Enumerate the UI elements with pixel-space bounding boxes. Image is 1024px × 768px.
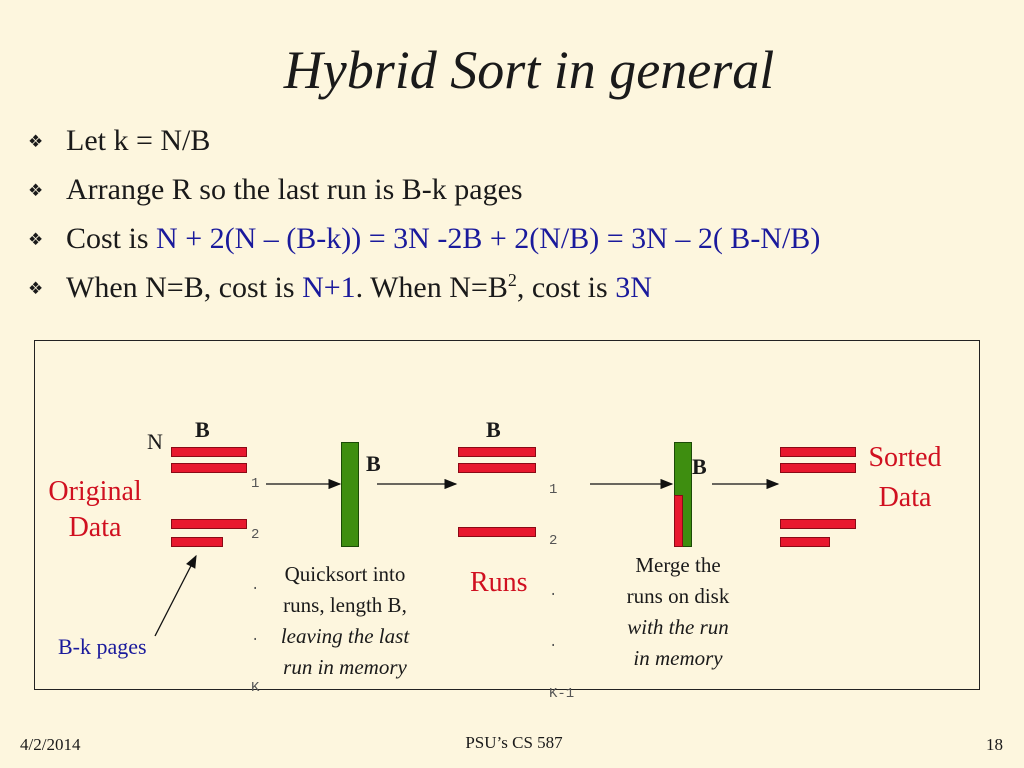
page-bar (171, 447, 247, 457)
index-column-k-1: 1 2 . . K-1 (549, 482, 575, 702)
merge-caption: Merge the runs on disk with the run in m… (626, 553, 730, 670)
diamond-bullet-icon: ❖ (28, 132, 44, 151)
run-bar (458, 463, 536, 473)
index-column-k: 1 2 . . K (251, 476, 260, 696)
original-data-label: Original Data (48, 476, 142, 543)
memory-buffer (341, 442, 359, 547)
bullet-item: ❖ Let k = N/B (28, 116, 1008, 165)
sorted-page-bar (780, 519, 856, 529)
n-label: N (147, 429, 163, 454)
runs-label: Runs (470, 567, 528, 598)
footer-date: 4/2/2014 (20, 735, 81, 754)
b-label-memory: B (366, 451, 381, 476)
diamond-bullet-icon: ❖ (28, 181, 44, 200)
cost-formula: N + 2(N – (B-k)) = 3N -2B + 2(N/B) = 3N … (156, 222, 821, 255)
diamond-bullet-icon: ❖ (28, 279, 44, 298)
b-label-runs: B (486, 417, 501, 442)
quicksort-caption: Quicksort into runs, length B, leaving t… (280, 562, 410, 679)
bullet-list: ❖ Let k = N/B ❖ Arrange R so the last ru… (28, 116, 1008, 312)
b-label-merge: B (692, 454, 707, 479)
arrow-bk-pages (154, 554, 197, 637)
partial-page-bar (171, 537, 223, 547)
bullet-text: Cost is N + 2(N – (B-k)) = 3N -2B + 2(N/… (66, 222, 821, 255)
page-bar (171, 519, 247, 529)
bullet-text: When N=B, cost is N+1. When N=B2, cost i… (66, 270, 652, 304)
bullet-item: ❖ When N=B, cost is N+1. When N=B2, cost… (28, 263, 1008, 312)
sorted-page-bar (780, 463, 856, 473)
bullet-text: Arrange R so the last run is B-k pages (66, 173, 523, 206)
in-memory-run-bar (674, 495, 683, 547)
run-bar (458, 527, 536, 537)
slide-title: Hybrid Sort in general (283, 40, 775, 100)
sorted-partial-page-bar (780, 537, 830, 547)
page-bar (171, 463, 247, 473)
bk-pages-label: B-k pages (58, 634, 147, 659)
b-label-original: B (195, 417, 210, 442)
bullet-text: Let k = N/B (66, 124, 211, 157)
sorted-data-label: Sorted Data (868, 442, 942, 513)
diagram-frame (34, 340, 980, 690)
run-bar (458, 447, 536, 457)
bullet-item: ❖ Arrange R so the last run is B-k pages (28, 165, 1008, 214)
bullet-item: ❖ Cost is N + 2(N – (B-k)) = 3N -2B + 2(… (28, 214, 1008, 263)
diamond-bullet-icon: ❖ (28, 230, 44, 249)
footer-course: PSU’s CS 587 (465, 733, 563, 752)
footer-page-number: 18 (986, 735, 1003, 754)
sorted-page-bar (780, 447, 856, 457)
